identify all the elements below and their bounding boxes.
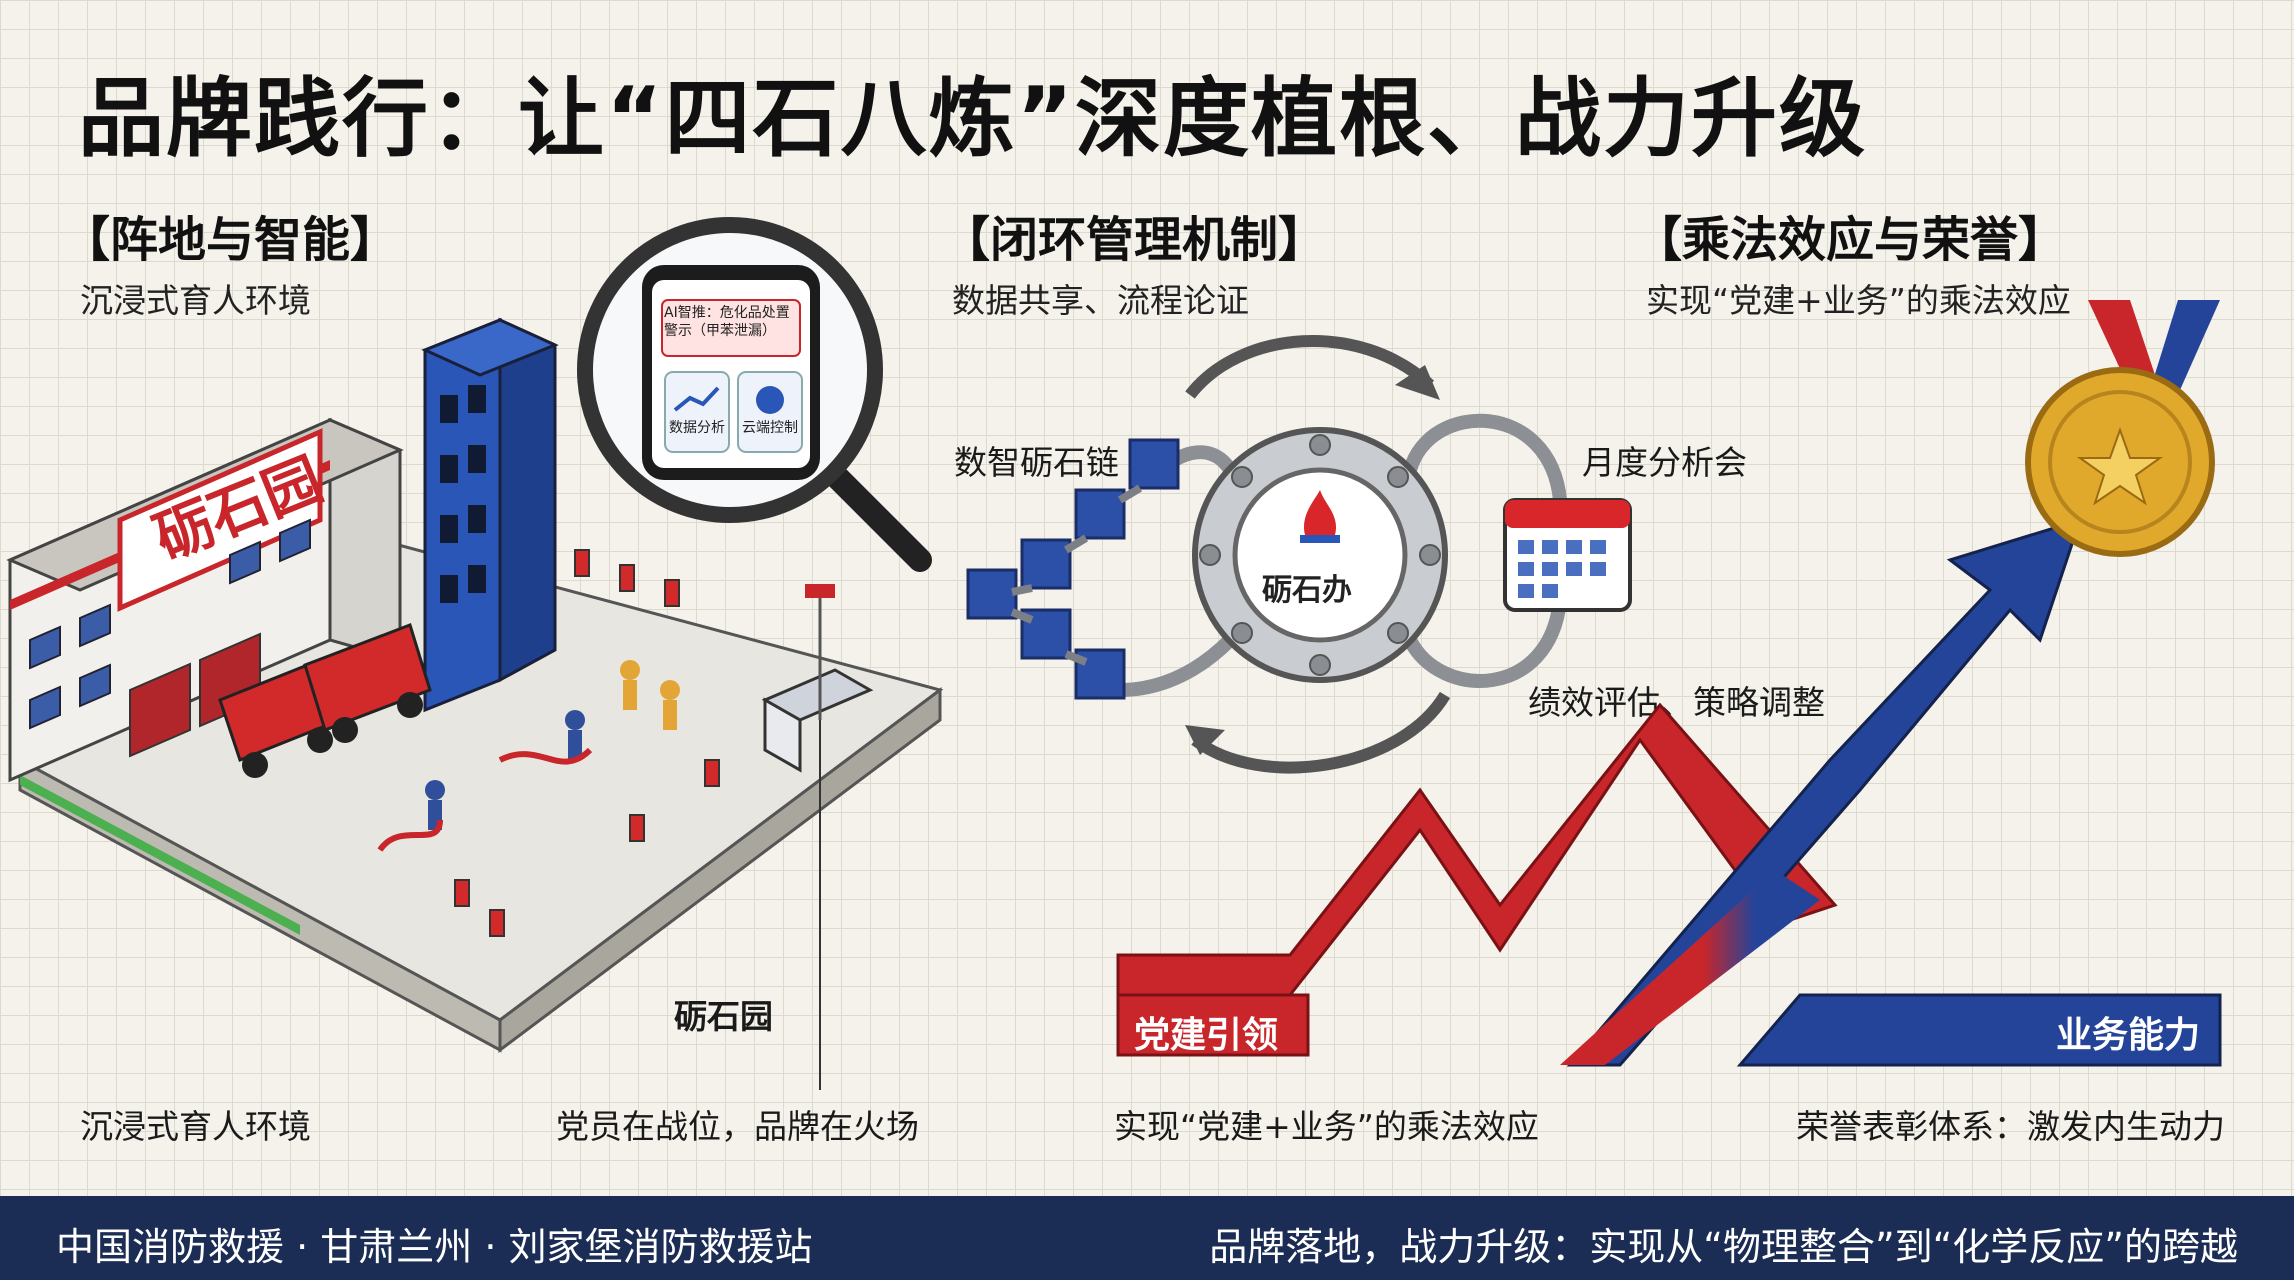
- callout-label: 砺石园: [674, 997, 773, 1036]
- phone-btn-data-label: 数据分析: [669, 420, 725, 436]
- hose-1: [498, 747, 593, 765]
- arrow-bottom: [1191, 691, 1451, 774]
- magnifier-handle: [823, 463, 932, 572]
- arrow-top: [1185, 335, 1435, 399]
- sign-board: [117, 428, 323, 612]
- section-subtitle-middle: 数据共享、流程论证: [952, 281, 1249, 320]
- hub-inner: [1232, 467, 1408, 643]
- arrow-blend: [1560, 870, 1820, 1065]
- pipe-right-bottom: [1403, 599, 1567, 688]
- base-side-right: [498, 687, 942, 1053]
- cloud-icon: [756, 386, 784, 414]
- chain-links: [1010, 484, 1143, 666]
- grass-strip: [20, 775, 300, 935]
- ribbon-left: [2088, 300, 2160, 390]
- hub-bolts: [1199, 434, 1441, 676]
- footer-left: 中国消防救援 · 甘肃兰州 · 刘家堡消防救援站: [56, 1225, 813, 1269]
- firefighters: [425, 660, 680, 830]
- bar-left-label: 党建引领: [1134, 1015, 1279, 1056]
- guard-booth: [763, 697, 802, 773]
- flame-icon: [1303, 490, 1337, 535]
- fire-truck-2: [303, 623, 432, 743]
- hose-2: [377, 819, 443, 852]
- phone-alert-text: AI智推：危化品处置警示（甲苯泄漏）: [664, 305, 790, 339]
- phone-btn-cloud-label: 云端控制: [742, 420, 798, 436]
- hub-label: 砺石办: [1262, 573, 1352, 608]
- arrow-top-head: [1395, 365, 1440, 400]
- bar-blue: [1736, 993, 2222, 1067]
- caption-left-2: 党员在战位，品牌在火场: [556, 1107, 919, 1146]
- flame-base: [1300, 535, 1340, 543]
- section-subtitle-left: 沉浸式育人环境: [80, 281, 311, 320]
- rising-arrow-blue: [1566, 517, 2083, 1067]
- section-subtitle-right: 实现“党建+业务”的乘法效应: [1646, 281, 2071, 320]
- caption-left: 沉浸式育人环境: [80, 1107, 311, 1146]
- page-title: 品牌践行：让“四石八炼”深度植根、战力升级: [78, 69, 1868, 169]
- tower-top: [421, 318, 559, 377]
- section-title-middle: 【闭环管理机制】: [942, 212, 1327, 268]
- pipe-right-top: [1403, 413, 1567, 501]
- footer-bar: 中国消防救援 · 甘肃兰州 · 刘家堡消防救援站 品牌落地，战力升级：实现从“物…: [0, 1196, 2294, 1280]
- medal-ring: [2048, 390, 2192, 534]
- chart-icon: [673, 386, 720, 412]
- chain-label: 数智砺石链: [954, 443, 1119, 482]
- caption-middle: 实现“党建+业务”的乘法效应: [1114, 1107, 1539, 1146]
- zigzag-red: [1116, 702, 1838, 997]
- footer-right: 品牌落地，战力升级：实现从“物理整合”到“化学反应”的跨越: [1209, 1225, 2238, 1269]
- calendar-header: [1505, 500, 1630, 528]
- tower-windows: [440, 385, 486, 603]
- phone-alert: [661, 299, 801, 357]
- building-windows: [29, 518, 311, 730]
- bar-red: [1116, 993, 1310, 1057]
- section-title-right: 【乘法效应与荣誉】: [1634, 212, 2067, 268]
- ribbon-right: [2150, 300, 2220, 390]
- bar-right-label: 业务能力: [2056, 1015, 2201, 1056]
- eval-label: 绩效评估、策略调整: [1528, 683, 1825, 722]
- caption-right: 荣誉表彰体系：激发内生动力: [1796, 1107, 2225, 1146]
- medal-star: [2076, 427, 2164, 506]
- arrow-bottom-head: [1185, 725, 1225, 755]
- section-title-left: 【阵地与智能】: [62, 212, 399, 268]
- flag: [805, 584, 835, 598]
- hydrants: [454, 549, 720, 937]
- meeting-label: 月度分析会: [1582, 443, 1747, 482]
- pipe-left-bottom: [1119, 635, 1235, 697]
- calendar-days: [1518, 540, 1606, 598]
